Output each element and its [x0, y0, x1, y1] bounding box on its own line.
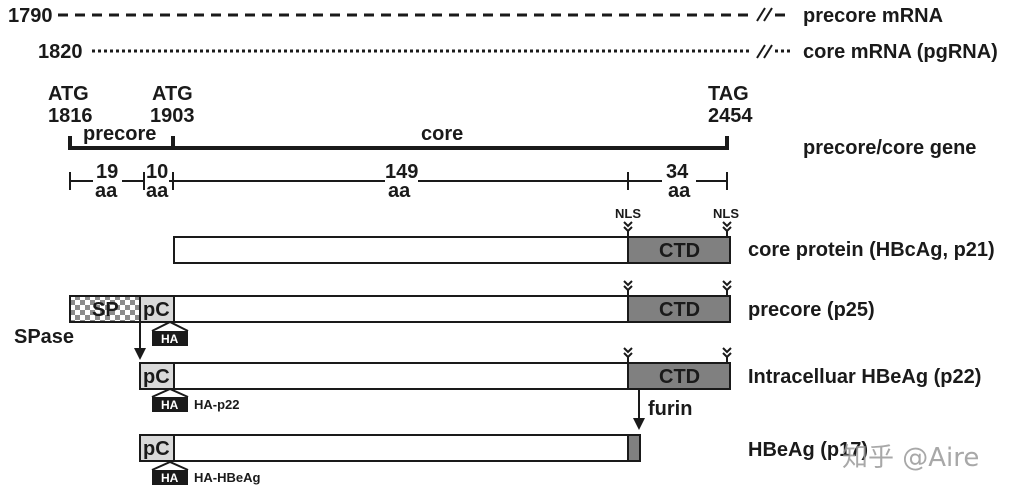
atg2-position: 1903 [150, 105, 195, 127]
p22-protein-bar [173, 362, 629, 390]
core-ctd-domain [627, 236, 731, 264]
aa-seg2-number: 10 [146, 161, 168, 183]
hbeag-ha-tag: HA [151, 460, 189, 485]
ha-p22-label: HA-p22 [194, 397, 240, 412]
precore-ctd-domain [627, 295, 731, 323]
precore-segment-label: precore [83, 123, 156, 145]
aa-seg4-unit: aa [668, 180, 691, 202]
tag-position: 2454 [708, 105, 753, 127]
precore-mrna-start: 1790 [8, 5, 53, 27]
spase-label: SPase [14, 326, 74, 348]
nls-marker-precore-1 [623, 280, 633, 295]
precore-mrna-label: precore mRNA [803, 5, 943, 27]
core-break-mark-1 [756, 44, 766, 59]
core-protein-bar [173, 236, 629, 264]
nls-marker-core-2 [722, 221, 732, 236]
nls-marker-p22-1 [623, 347, 633, 362]
furin-arrow-head [633, 418, 645, 430]
svg-text:HA: HA [161, 398, 179, 412]
hbeag-ctd-remnant [627, 434, 641, 462]
core-protein-label: core protein (HBcAg, p21) [748, 239, 995, 261]
aa-seg2-unit: aa [146, 180, 169, 202]
precore-ha-tag: HA [151, 320, 189, 346]
p22-ha-tag: HA [151, 387, 189, 412]
precore-break-mark-1 [756, 7, 766, 22]
precore-ctd-label: CTD [659, 299, 700, 321]
spase-arrow-head [134, 348, 146, 360]
precore-break-mark-2 [763, 7, 773, 22]
core-mrna-label: core mRNA (pgRNA) [803, 41, 998, 63]
p22-ctd-label: CTD [659, 366, 700, 388]
precore-pc-label: pC [143, 299, 170, 321]
atg2-label: ATG [152, 83, 193, 105]
p22-pc-label: pC [143, 366, 170, 388]
precore-protein-label: precore (p25) [748, 299, 875, 321]
furin-label: furin [648, 398, 692, 420]
aa-seg4-number: 34 [666, 161, 689, 183]
atg1-position: 1816 [48, 105, 93, 127]
core-mrna-start: 1820 [38, 41, 83, 63]
atg1-label: ATG [48, 83, 89, 105]
gene-label: precore/core gene [803, 137, 976, 159]
p22-ctd-domain [627, 362, 731, 390]
nls-label-1: NLS [615, 206, 641, 221]
nls-label-2: NLS [713, 206, 739, 221]
precore-sp-label: SP [92, 299, 119, 321]
nls-marker-precore-2 [722, 280, 732, 295]
nls-marker-p22-2 [722, 347, 732, 362]
watermark: 知乎 @Aire [842, 443, 979, 473]
svg-text:HA: HA [161, 332, 179, 346]
aa-seg3-number: 149 [385, 161, 418, 183]
aa-seg3-unit: aa [388, 180, 411, 202]
core-ctd-label: CTD [659, 240, 700, 262]
aa-seg1-number: 19 [96, 161, 118, 183]
core-segment-label: core [421, 123, 463, 145]
ha-hbeag-label: HA-HBeAg [194, 470, 261, 485]
hbeag-protein-label: HBeAg (p17) [748, 439, 868, 461]
precore-protein-bar [173, 295, 629, 323]
core-break-mark-2 [763, 44, 773, 59]
nls-marker-core-1 [623, 221, 633, 236]
svg-text:HA: HA [161, 471, 179, 485]
hbeag-pc-label: pC [143, 438, 170, 460]
p22-protein-label: Intracelluar HBeAg (p22) [748, 366, 981, 388]
aa-seg1-unit: aa [95, 180, 118, 202]
hbeag-protein-bar [173, 434, 629, 462]
tag-label: TAG [708, 83, 749, 105]
